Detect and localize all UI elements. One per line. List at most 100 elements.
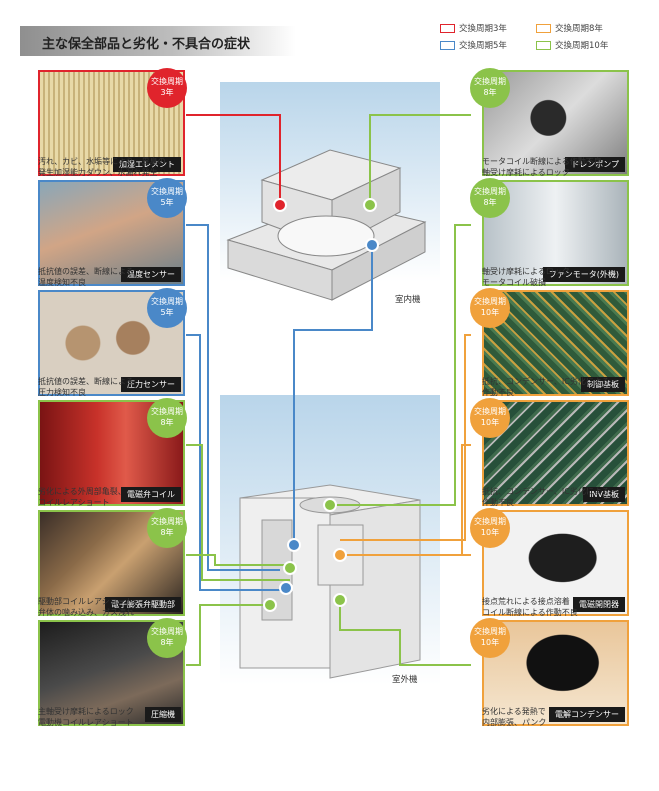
- legend-10y: 交換周期10年: [536, 39, 608, 51]
- badge-years: 5年: [160, 198, 174, 207]
- badge-years: 10年: [480, 528, 500, 537]
- badge-text: 交換周期: [151, 517, 183, 526]
- badge-years: 3年: [160, 88, 174, 97]
- dot-control: [333, 548, 347, 562]
- legend-3y: 交換周期3年: [440, 22, 507, 34]
- badge-years: 8年: [483, 198, 497, 207]
- badge-text: 交換周期: [474, 407, 506, 416]
- part-description: 抵抗、コンデンサー、IC劣化による作動不良: [482, 376, 610, 398]
- legend-5y: 交換周期5年: [440, 39, 507, 51]
- indoor-unit-label: 室内機: [395, 295, 421, 305]
- connector-expansion: [186, 554, 290, 566]
- desc-line-2: 内部膨張、パンク: [482, 718, 547, 727]
- title-bar: [20, 26, 296, 56]
- badge-text: 交換周期: [474, 627, 506, 636]
- legend-label: 交換周期3年: [459, 24, 507, 34]
- legend-swatch-icon: [440, 24, 455, 33]
- desc-line-1: モータコイル断線による作動不良: [482, 157, 602, 166]
- dot-drain: [363, 198, 377, 212]
- badge-years: 10年: [480, 308, 500, 317]
- part-name-label: 圧力センサー: [121, 377, 181, 392]
- desc-line-1: 抵抗値の誤差、断線による: [38, 267, 134, 276]
- connector-solenoid: [186, 444, 290, 581]
- page-title: 主な保全部品と劣化・不具合の症状: [42, 37, 251, 52]
- desc-line-2: 軸受け摩耗によるロック: [482, 168, 570, 177]
- connector-capacitor: [339, 600, 471, 666]
- part-name-label: 制御基板: [581, 377, 625, 392]
- desc-line-2: 発生加湿能力ダウン、水漏れ発生: [38, 168, 158, 177]
- badge-text: 交換周期: [474, 187, 506, 196]
- desc-line-1: 接点荒れによる接点溶着: [482, 597, 570, 606]
- part-description: 駆動部コイルレアショート弁体の噛み込み、ガス洩れ: [38, 596, 134, 618]
- legend-swatch-icon: [536, 24, 551, 33]
- dot-fanmotor: [323, 498, 337, 512]
- part-description: 汚れ、カビ、水垢等により、異臭の発生加湿能力ダウン、水漏れ発生: [38, 156, 166, 178]
- legend-label: 交換周期5年: [459, 41, 507, 51]
- badge-years: 10年: [480, 418, 500, 427]
- legend-label: 交換周期8年: [555, 24, 603, 34]
- part-description: 抵抗値の誤差、断線による圧力検知不良: [38, 376, 134, 398]
- badge-text: 交換周期: [474, 77, 506, 86]
- connector-dots: [263, 198, 379, 612]
- desc-line-1: 抵抗、コンデンサー、IC劣化による: [482, 377, 610, 386]
- badge-years: 8年: [160, 638, 174, 647]
- legend-8y: 交換周期8年: [536, 22, 603, 34]
- connector-humidifier: [186, 114, 281, 205]
- dot-indoor-blue: [365, 238, 379, 252]
- badge-years: 8年: [160, 528, 174, 537]
- cycle-badge: 交換周期 10年: [470, 508, 510, 548]
- part-description: 軸受け摩耗によるロックモータコイル破損: [482, 266, 570, 288]
- part-description: モータコイル断線による作動不良軸受け摩耗によるロック: [482, 156, 602, 178]
- part-name-label: 加湿エレメント: [113, 157, 181, 172]
- connector-drain: [369, 114, 471, 205]
- part-description: 劣化による発熱で内部膨張、パンク: [482, 706, 546, 728]
- badge-years: 10年: [480, 638, 500, 647]
- part-description: 抵抗、コンデンサー、IC劣化による作動不良: [482, 486, 610, 508]
- desc-line-2: コイルレアショート: [38, 498, 110, 507]
- desc-line-1: 軸受け摩耗によるロック: [482, 267, 570, 276]
- part-name-label: INV基板: [583, 487, 625, 502]
- badge-years: 8年: [483, 88, 497, 97]
- dot-solenoid: [283, 561, 297, 575]
- connector-compressor: [186, 604, 270, 666]
- dot-outdoor-blue: [287, 538, 301, 552]
- cycle-badge: 交換周期 10年: [470, 618, 510, 658]
- desc-line-1: 劣化による外周部亀裂、: [38, 487, 126, 496]
- desc-line-1: 汚れ、カビ、水垢等により、異臭の: [38, 157, 166, 166]
- badge-text: 交換周期: [151, 627, 183, 636]
- indoor-unit-illustration: [226, 149, 427, 301]
- desc-line-2: 作動不良: [482, 498, 514, 507]
- desc-line-2: モータコイル破損: [482, 278, 546, 287]
- desc-line-1: 劣化による発熱で: [482, 707, 546, 716]
- legend-swatch-icon: [440, 41, 455, 50]
- part-description: 接点荒れによる接点溶着コイル断線による作動不良: [482, 596, 578, 618]
- desc-line-2: 温度検知不良: [38, 278, 86, 287]
- desc-line-1: 抵抗、コンデンサー、IC劣化による: [482, 487, 610, 496]
- part-name-label: ファンモータ(外機): [542, 267, 625, 282]
- badge-years: 8年: [160, 418, 174, 427]
- desc-line-1: 駆動部コイルレアショート: [38, 597, 134, 606]
- legend-label: 交換周期10年: [555, 41, 609, 51]
- cycle-badge: 交換周期 8年: [147, 508, 187, 548]
- desc-line-1: 抵抗値の誤差、断線による: [38, 377, 134, 386]
- badge-text: 交換周期: [151, 297, 183, 306]
- cycle-badge: 交換周期 10年: [470, 398, 510, 438]
- part-name-label: 温度センサー: [121, 267, 181, 282]
- connector-temp-sensor: [186, 224, 280, 571]
- desc-line-2: 圧力検知不良: [38, 388, 86, 397]
- badge-text: 交換周期: [151, 77, 183, 86]
- cycle-badge: 交換周期 8年: [470, 68, 510, 108]
- dot-humidifier: [273, 198, 287, 212]
- part-name-label: 電磁開閉器: [573, 597, 625, 612]
- badge-text: 交換周期: [474, 517, 506, 526]
- cycle-badge: 交換周期 3年: [147, 68, 187, 108]
- part-description: 主軸受け摩耗によるロック電動機コイルレアショート: [38, 706, 134, 728]
- connector-indoor-blue: [293, 245, 373, 545]
- dot-capacitor: [333, 593, 347, 607]
- outdoor-unit-label: 室外機: [392, 675, 418, 685]
- connector-control: [340, 334, 471, 541]
